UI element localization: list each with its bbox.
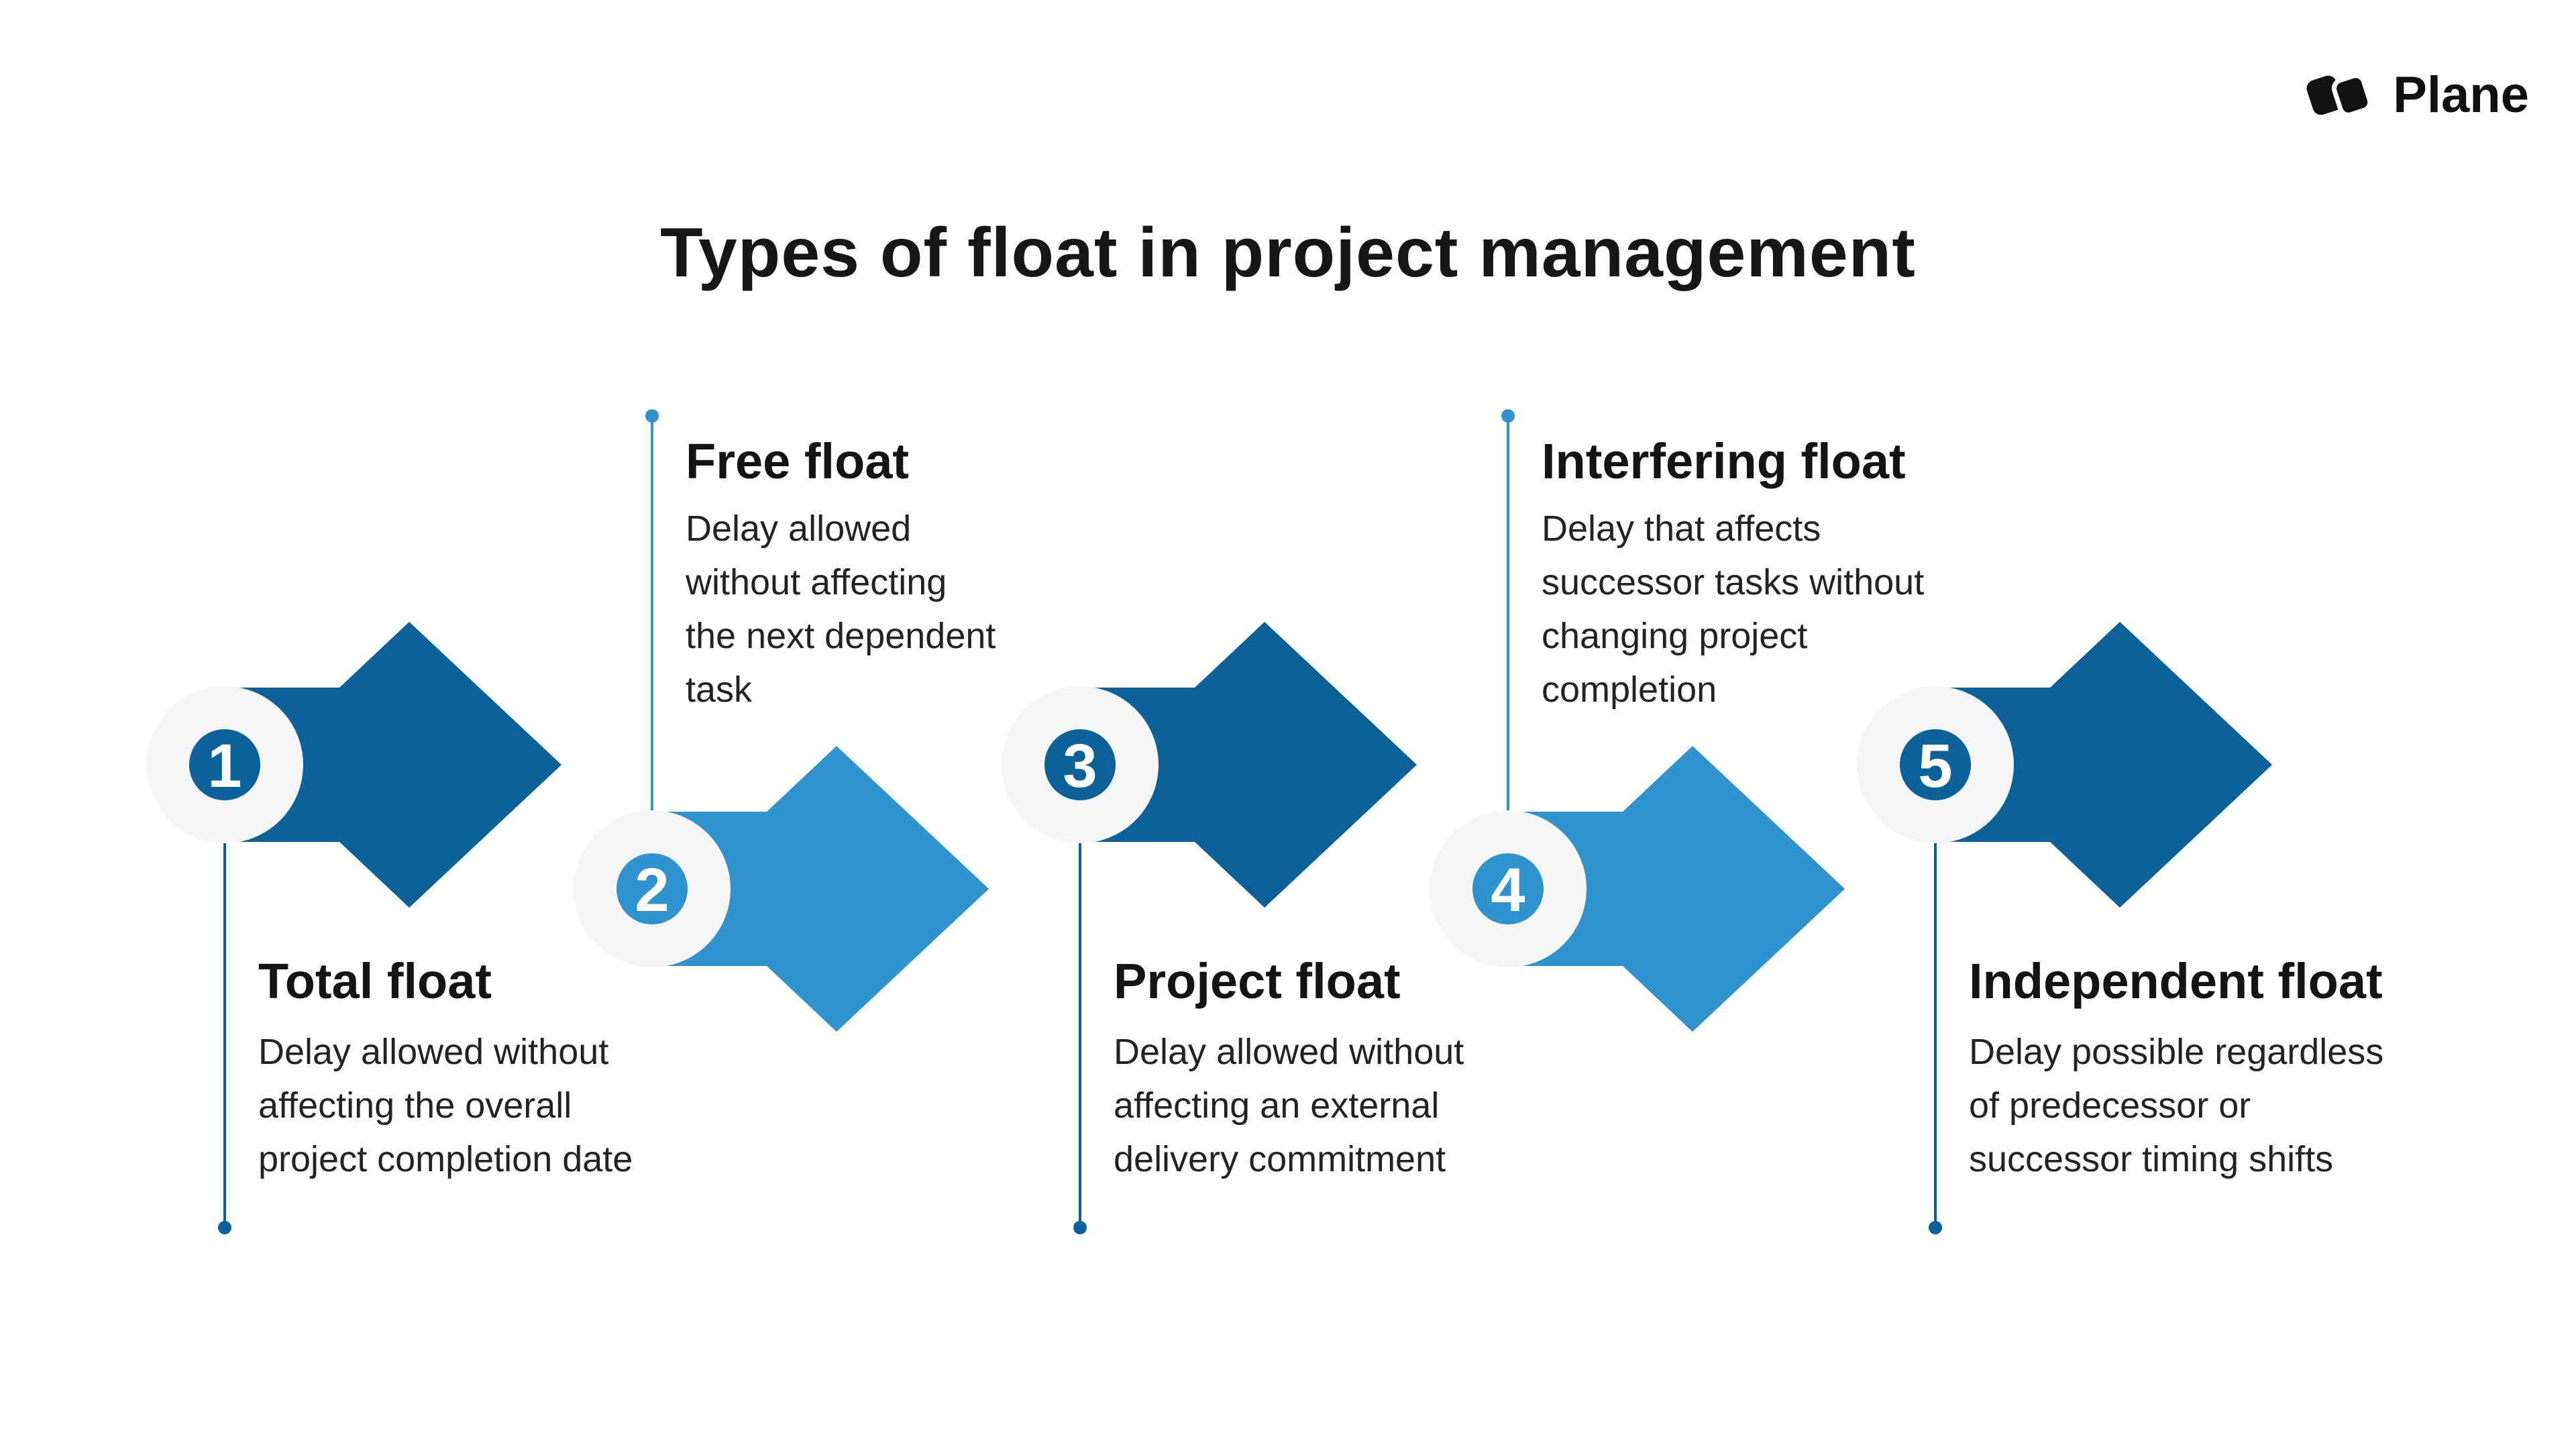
plane-logo: Plane [2303,66,2529,124]
connector-dot [1501,409,1515,423]
connector-line [651,421,653,810]
plane-logo-mark-icon [2306,72,2373,117]
step-badge-inner [1900,729,1971,800]
item-description: Delay allowed without affecting an exter… [1114,1032,1464,1179]
item-heading: Free float [686,433,910,489]
step-badge-inner [189,729,260,800]
item-heading: Project float [1114,953,1401,1009]
block-arrow-shape [211,622,561,908]
step-badge-inner [616,853,688,924]
item-description: Delay allowed without affecting the over… [258,1032,633,1179]
step-badge-inner [1044,729,1116,800]
block-arrow-shape [1922,622,2272,908]
item-heading: Total float [258,953,492,1009]
block-arrow-shape [639,746,989,1032]
arrow-step-1: 1 [146,622,561,908]
connector-dot [1073,1221,1087,1234]
connector-dot [645,409,659,423]
connector-line [1934,843,1937,1228]
block-arrow-shape [1067,622,1417,908]
step-number: 5 [1918,732,1952,800]
arrow-step-3: 3 [1002,622,1417,908]
arrow-step-2: 2 [574,746,989,1032]
arrow-step-5: 5 [1857,622,2272,908]
step-number: 2 [635,856,669,924]
step-number: 3 [1063,732,1097,800]
step-number: 4 [1491,856,1525,924]
block-arrow-shape [1495,746,1845,1032]
plane-logo-text: Plane [2393,66,2529,123]
connector-line [1507,421,1509,810]
step-badge-inner [1472,853,1544,924]
item-heading: Interfering float [1542,433,1906,489]
page-title: Types of float in project management [660,214,1916,292]
connector-dot [218,1221,231,1234]
item-description: Delay allowed without affecting the next… [686,508,996,710]
connector-line [223,843,226,1228]
arrow-step-4: 4 [1430,746,1845,1032]
connector-line [1079,843,1081,1228]
item-heading: Independent float [1969,953,2383,1009]
connector-dot [1929,1221,1942,1234]
item-description: Delay that affects successor tasks witho… [1542,508,1925,710]
step-number: 1 [207,732,241,800]
item-description: Delay possible regardless of predecessor… [1969,1032,2384,1179]
